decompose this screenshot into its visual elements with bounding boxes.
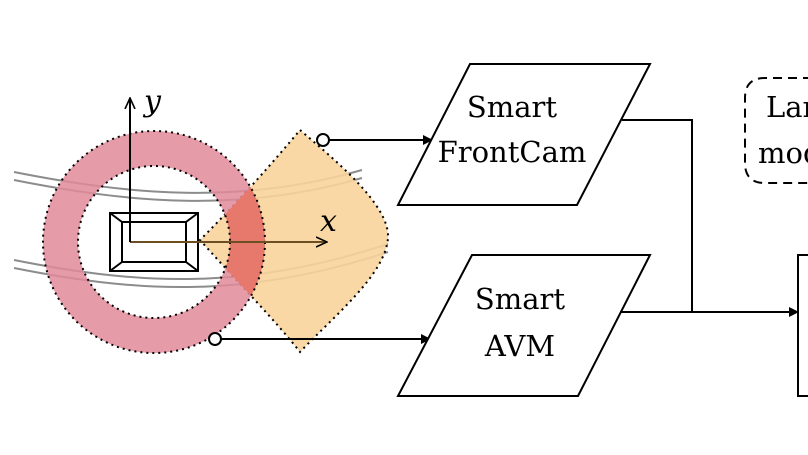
avm-line2: AVM xyxy=(484,329,555,363)
dashed-module-line2: mod xyxy=(758,136,808,170)
fusion-block-edge xyxy=(797,254,808,397)
dashed-module-line1: Lar xyxy=(766,90,808,124)
y-axis-label: y xyxy=(142,84,162,119)
frontcam-line2: FrontCam xyxy=(438,135,587,169)
avm-line1: Smart xyxy=(475,282,566,316)
smart-frontcam-node: Smart FrontCam xyxy=(396,63,652,206)
frontcam-line1: Smart xyxy=(467,90,558,124)
avm-port xyxy=(208,332,222,346)
smart-avm-node: Smart AVM xyxy=(396,254,652,397)
dashed-module-node: Lar mod xyxy=(744,77,808,184)
avm-coverage-ring xyxy=(43,131,265,353)
front-camera-port xyxy=(316,133,330,147)
frontcam-output-connector xyxy=(622,119,693,312)
x-axis-label: x xyxy=(320,204,337,239)
coordinate-axes: x y xyxy=(130,84,337,242)
